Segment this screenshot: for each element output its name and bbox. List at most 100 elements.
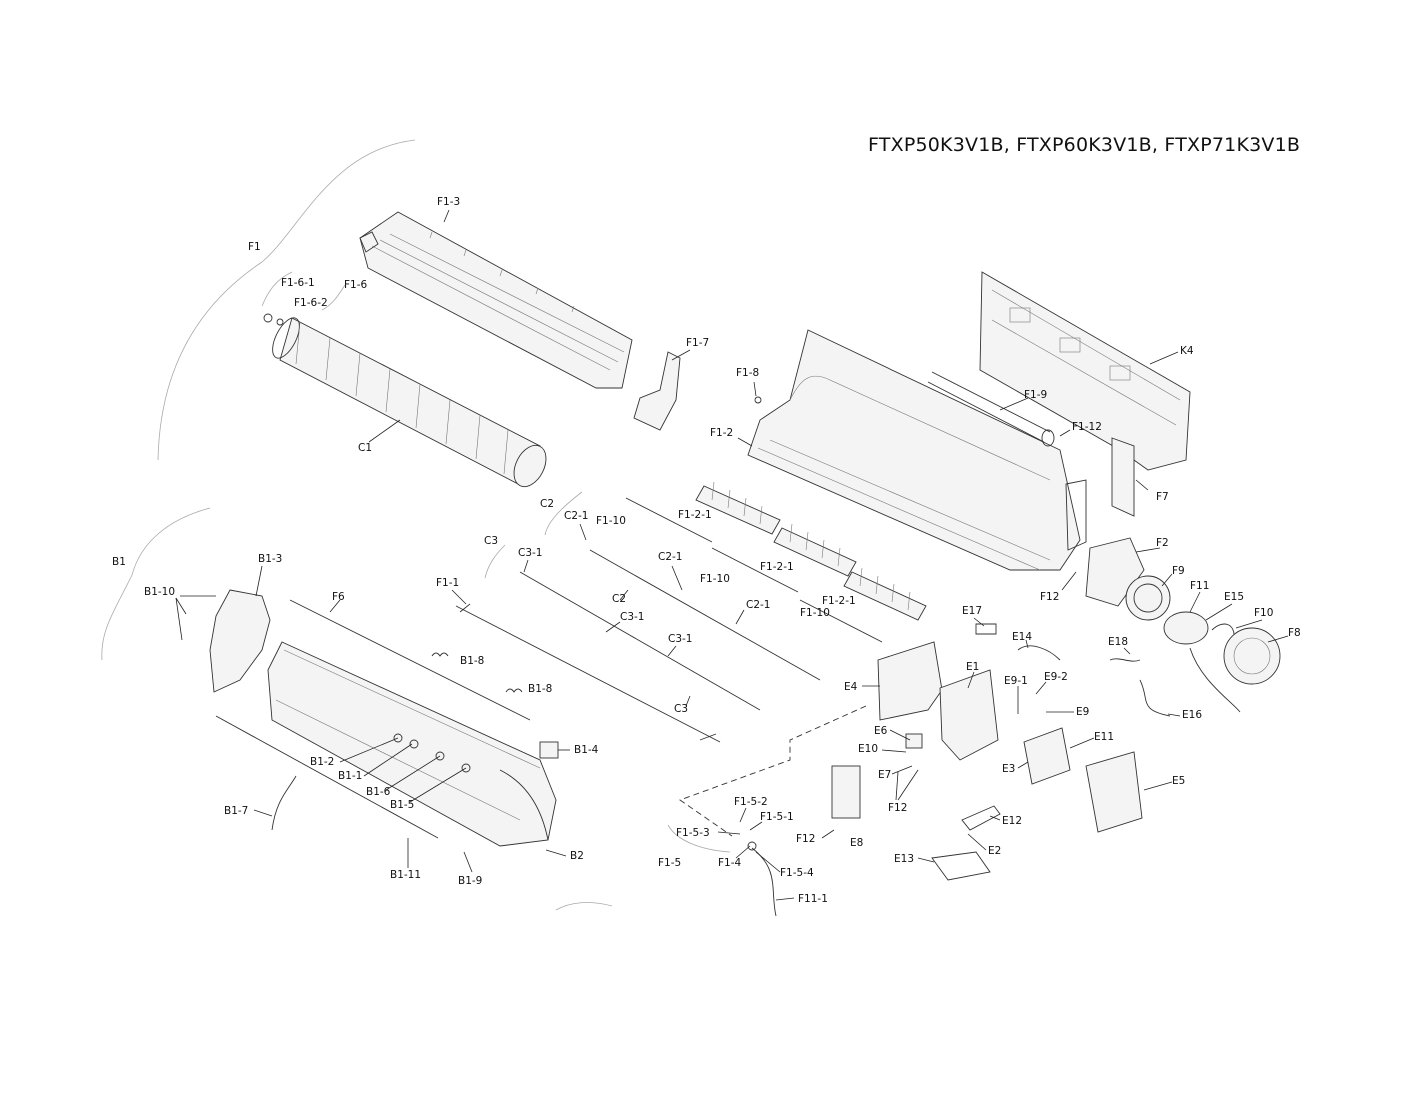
- label-f1-2: F1-2: [710, 427, 733, 439]
- block-b1-4-part: [539, 741, 559, 759]
- label-f1-5-2: F1-5-2: [734, 796, 768, 808]
- label-e14: E14: [1012, 631, 1032, 643]
- louver-rail-c-part: [799, 599, 883, 643]
- main-body-part: [747, 329, 1087, 571]
- component-e8-part: [831, 765, 861, 819]
- label-e18: E18: [1108, 636, 1128, 648]
- label-f1-2-1-low: F1-2-1: [822, 595, 856, 607]
- group-curve-c3: [484, 544, 506, 579]
- label-b1-9: B1-9: [458, 875, 482, 887]
- rod-c3-part: [519, 571, 761, 711]
- screw-f1-8-part: [754, 396, 762, 404]
- label-e9-2: E9-2: [1044, 671, 1068, 683]
- label-f11: F11: [1190, 580, 1209, 592]
- louver-rail-a-part: [625, 497, 713, 543]
- strip-b1-11-part: [215, 715, 439, 839]
- group-curve-c2: [544, 491, 583, 536]
- swing-blades-c-part: [843, 567, 927, 621]
- label-f1-9: F1-9: [1024, 389, 1047, 401]
- label-e10: E10: [858, 743, 878, 755]
- pcb-e3-part: [1023, 727, 1071, 785]
- terminal-e6-part: [905, 733, 923, 749]
- label-c2-1-low: C2-1: [746, 599, 770, 611]
- spring-b1-8a-part: [431, 652, 449, 657]
- label-f1-10-low: F1-10: [800, 607, 830, 619]
- sensor-f1-4-part: [747, 841, 757, 851]
- label-f1-10-mid: F1-10: [700, 573, 730, 585]
- group-curve-f1-6: [261, 271, 293, 307]
- label-b1-11: B1-11: [390, 869, 421, 881]
- label-f1-1: F1-1: [436, 577, 459, 589]
- group-curve-bottom: [555, 902, 613, 911]
- label-f1-5: F1-5: [658, 857, 681, 869]
- label-f12-low: F12: [796, 833, 815, 845]
- label-e17: E17: [962, 605, 982, 617]
- rod-f6-part: [289, 599, 531, 721]
- label-b1-10: B1-10: [144, 586, 175, 598]
- label-f1-5-3: F1-5-3: [676, 827, 710, 839]
- label-e11: E11: [1094, 731, 1114, 743]
- label-f1: F1: [248, 241, 261, 253]
- label-b1-5: B1-5: [390, 799, 414, 811]
- label-e16: E16: [1182, 709, 1202, 721]
- label-e13: E13: [894, 853, 914, 865]
- label-f6: F6: [332, 591, 345, 603]
- label-f1-8: F1-8: [736, 367, 759, 379]
- label-f1-6: F1-6: [344, 279, 368, 291]
- label-c2-mid: C2: [612, 593, 626, 605]
- group-curve-f1-5: [667, 824, 731, 853]
- label-e1: E1: [966, 661, 979, 673]
- bracket-f1-7-part: [633, 351, 681, 431]
- label-f2: F2: [1156, 537, 1169, 549]
- wire-e16-part: [1139, 679, 1171, 717]
- label-f9: F9: [1172, 565, 1185, 577]
- label-c3-1-top: C3-1: [518, 547, 542, 559]
- label-b1-7: B1-7: [224, 805, 248, 817]
- label-b1-8-b: B1-8: [528, 683, 552, 695]
- label-e9: E9: [1076, 706, 1089, 718]
- label-b1-3: B1-3: [258, 553, 282, 565]
- label-e15: E15: [1224, 591, 1244, 603]
- label-f12-mid: F12: [888, 802, 907, 814]
- label-e5: E5: [1172, 775, 1185, 787]
- label-f1-10-top: F1-10: [596, 515, 626, 527]
- label-c3-low: C3: [674, 703, 688, 715]
- group-curve-f1: [157, 139, 416, 461]
- comp-e17-part: [975, 623, 997, 635]
- label-b1-2: B1-2: [310, 756, 334, 768]
- label-b1-6: B1-6: [366, 786, 391, 798]
- label-c2-top: C2: [540, 498, 554, 510]
- label-c3-1-mid: C3-1: [620, 611, 644, 623]
- label-k4: K4: [1180, 345, 1194, 357]
- label-c3-top: C3: [484, 535, 498, 547]
- cross-flow-fan-part: [263, 313, 547, 488]
- label-e7: E7: [878, 769, 891, 781]
- wire-e18-part: [1109, 658, 1141, 662]
- control-box-e4-part: [877, 641, 943, 721]
- label-f1-12: F1-12: [1072, 421, 1102, 433]
- front-grille-part: [359, 211, 633, 389]
- label-b1-4: B1-4: [574, 744, 599, 756]
- bearing-f9-part: [1125, 575, 1171, 621]
- label-c2-1-top: C2-1: [564, 510, 588, 522]
- label-f1-2-1-mid: F1-2-1: [760, 561, 794, 573]
- label-f8: F8: [1288, 627, 1301, 639]
- label-c2-1-mid: C2-1: [658, 551, 682, 563]
- louver-rail-b-part: [711, 547, 799, 593]
- sensor-e12-part: [961, 805, 1001, 831]
- control-box-e1-part: [939, 669, 999, 761]
- label-b2: B2: [570, 850, 584, 862]
- label-e6: E6: [874, 725, 888, 737]
- cover-f8-part: [1223, 627, 1281, 685]
- model-title: FTXP50K3V1B, FTXP60K3V1B, FTXP71K3V1B: [868, 134, 1301, 156]
- wire-b1-7-part: [271, 775, 297, 831]
- label-e9-1: E9-1: [1004, 675, 1028, 687]
- label-f1-2-1-top: F1-2-1: [678, 509, 712, 521]
- group-curve-f1-6b: [321, 284, 346, 311]
- label-f1-6-1: F1-6-1: [281, 277, 315, 289]
- label-b1: B1: [112, 556, 126, 568]
- spring-b1-8b-part: [505, 688, 523, 693]
- label-f1-6-2: F1-6-2: [294, 297, 328, 309]
